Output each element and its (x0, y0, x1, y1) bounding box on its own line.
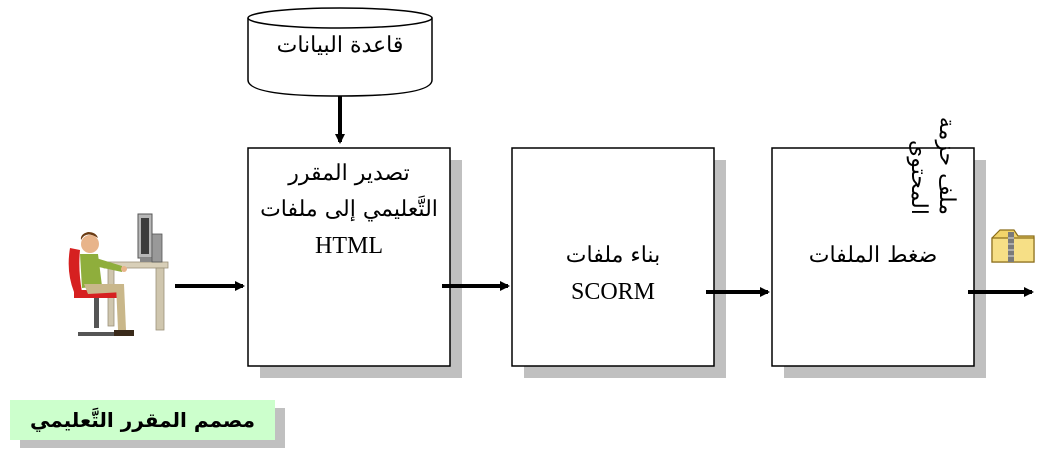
scorm-step-format: SCORM (570, 279, 656, 305)
designer-label-bg (10, 400, 275, 440)
database-label: قاعدة البيانات (276, 33, 404, 58)
designer-label: مصمم المقرر التَّعليمي (29, 408, 256, 432)
zip-step: ضغط الملفات (772, 238, 974, 274)
zip-step-line1: ضغط الملفات (808, 243, 938, 268)
scorm-box (511, 147, 715, 367)
export-step-format: HTML (315, 233, 383, 259)
database-cylinder (247, 7, 433, 97)
output-package-line1: ملف حزمة (934, 116, 959, 215)
scorm-step: بناء ملفات SCORM (512, 238, 714, 310)
export-step-line2: التَّعليمي إلى ملفات (260, 197, 438, 222)
output-package-line2: المحتوى (906, 140, 931, 215)
export-step: تصدير المقرر التَّعليمي إلى ملفات HTML (248, 156, 450, 264)
scorm-step-line1: بناء ملفات (565, 243, 661, 268)
designer-illustration (68, 213, 169, 336)
export-step-line1: تصدير المقرر (288, 161, 410, 186)
output-package-label: ملف حزمة المحتوى (900, 85, 960, 215)
export-box (247, 147, 451, 367)
zip-box (771, 147, 975, 367)
zip-folder-icon (991, 229, 1035, 263)
